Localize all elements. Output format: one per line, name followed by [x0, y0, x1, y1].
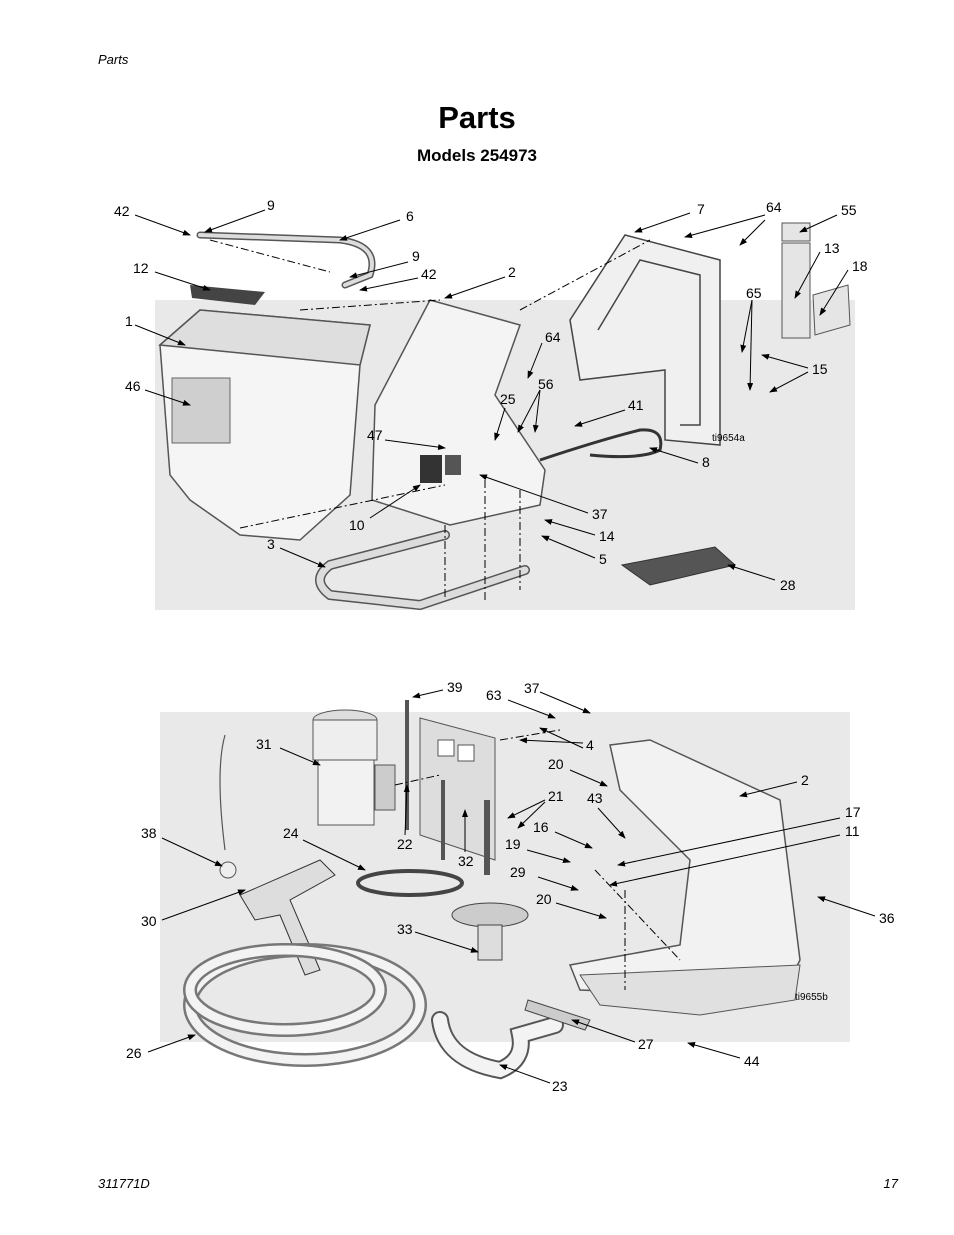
figure-2-callout-labels: 39 63 37 31 4 20 2 21 43 22 32 17 11 16 …: [126, 679, 895, 1094]
callout-label: 9: [412, 248, 420, 264]
callout-label: 33: [397, 921, 413, 937]
callout-label: 39: [447, 679, 463, 695]
figure-2-callouts: [147, 689, 876, 1084]
callout-label: 27: [638, 1036, 654, 1052]
callout-label: 65: [746, 285, 762, 301]
callout-label: 13: [824, 240, 840, 256]
callout-label: 30: [141, 913, 157, 929]
callout-label: 16: [533, 819, 549, 835]
callout-label: 15: [812, 361, 828, 377]
callout-label: 2: [801, 772, 809, 788]
callout-label: 17: [845, 804, 861, 820]
callout-label: 42: [114, 203, 130, 219]
callout-label: 64: [545, 329, 561, 345]
callout-label: 11: [845, 823, 860, 839]
figure-1-illustration: [155, 222, 855, 611]
callout-label: 3: [267, 536, 275, 552]
callout-label: 56: [538, 376, 554, 392]
callout-label: 4: [586, 737, 594, 753]
document-number: 311771D: [98, 1176, 150, 1191]
figure-2-illustration: [160, 700, 850, 1080]
callout-label: 12: [133, 260, 149, 276]
callout-label: 2: [508, 264, 516, 280]
figure-2-id: ti9655b: [795, 992, 828, 1003]
callout-label: 29: [510, 864, 526, 880]
callout-label: 36: [879, 910, 895, 926]
callout-label: 31: [256, 736, 272, 752]
callout-label: 9: [267, 197, 275, 213]
callout-label: 25: [500, 391, 516, 407]
callout-label: 8: [702, 454, 710, 470]
page-subtitle: Models 254973: [416, 146, 537, 165]
callout-label: 64: [766, 199, 782, 215]
callout-label: 55: [841, 202, 857, 218]
callout-label: 26: [126, 1045, 142, 1061]
callout-label: 38: [141, 825, 157, 841]
callout-label: 18: [852, 258, 868, 274]
callout-label: 37: [524, 680, 540, 696]
callout-label: 5: [599, 551, 607, 567]
figure-1-callout-labels: 42 9 6 9 42 12 2 1 46 7 64 64 55 13 18 6…: [114, 197, 868, 593]
callout-label: 10: [349, 517, 365, 533]
callout-label: 6: [406, 208, 414, 224]
callout-label: 7: [697, 201, 705, 217]
callout-label: 23: [552, 1078, 568, 1094]
callout-label: 14: [599, 528, 615, 544]
callout-label: 41: [628, 397, 644, 413]
callout-label: 32: [458, 853, 474, 869]
callout-label: 46: [125, 378, 141, 394]
callout-label: 44: [744, 1053, 760, 1069]
callout-label: 47: [367, 427, 383, 443]
figure-1-callouts: [134, 209, 849, 581]
page-title: Parts: [438, 100, 516, 135]
callout-label: 37: [592, 506, 608, 522]
callout-label: 20: [548, 756, 564, 772]
callout-label: 22: [397, 836, 413, 852]
callout-label: 28: [780, 577, 796, 593]
callout-label: 42: [421, 266, 437, 282]
header-section-label: Parts: [98, 52, 129, 67]
callout-label: 43: [587, 790, 603, 806]
callout-label: 21: [548, 788, 564, 804]
callout-label: 19: [505, 836, 521, 852]
callout-label: 20: [536, 891, 552, 907]
callout-label: 24: [283, 825, 299, 841]
figure-1-id: ti9654a: [712, 433, 745, 444]
callout-label: 63: [486, 687, 502, 703]
callout-label: 1: [125, 313, 133, 329]
page-number: 17: [883, 1176, 898, 1191]
